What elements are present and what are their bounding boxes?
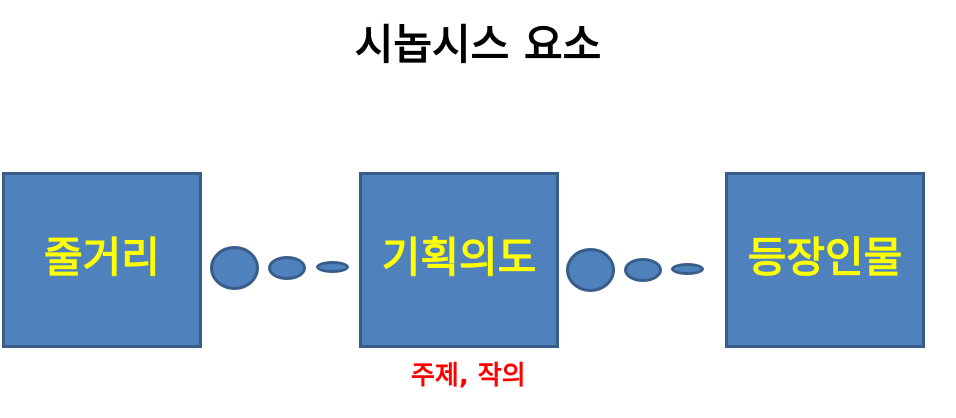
connector-dot-large	[210, 246, 259, 290]
connector-dot-large	[566, 248, 615, 292]
element-label-plot: 줄거리	[44, 232, 160, 282]
element-box-characters: 등장인물	[725, 172, 925, 348]
element-box-plot: 줄거리	[2, 172, 202, 348]
element-box-intent: 기획의도	[359, 172, 559, 348]
connector-dot-small	[671, 263, 704, 275]
connector-dot-medium	[624, 258, 662, 282]
diagram-title: 시놉시스 요소	[354, 20, 602, 69]
connector-dot-medium	[268, 256, 306, 280]
element-label-intent: 기획의도	[381, 232, 537, 282]
intent-note: 주제, 작의	[411, 361, 526, 391]
element-label-characters: 등장인물	[747, 232, 903, 282]
connector-dot-small	[316, 261, 349, 273]
